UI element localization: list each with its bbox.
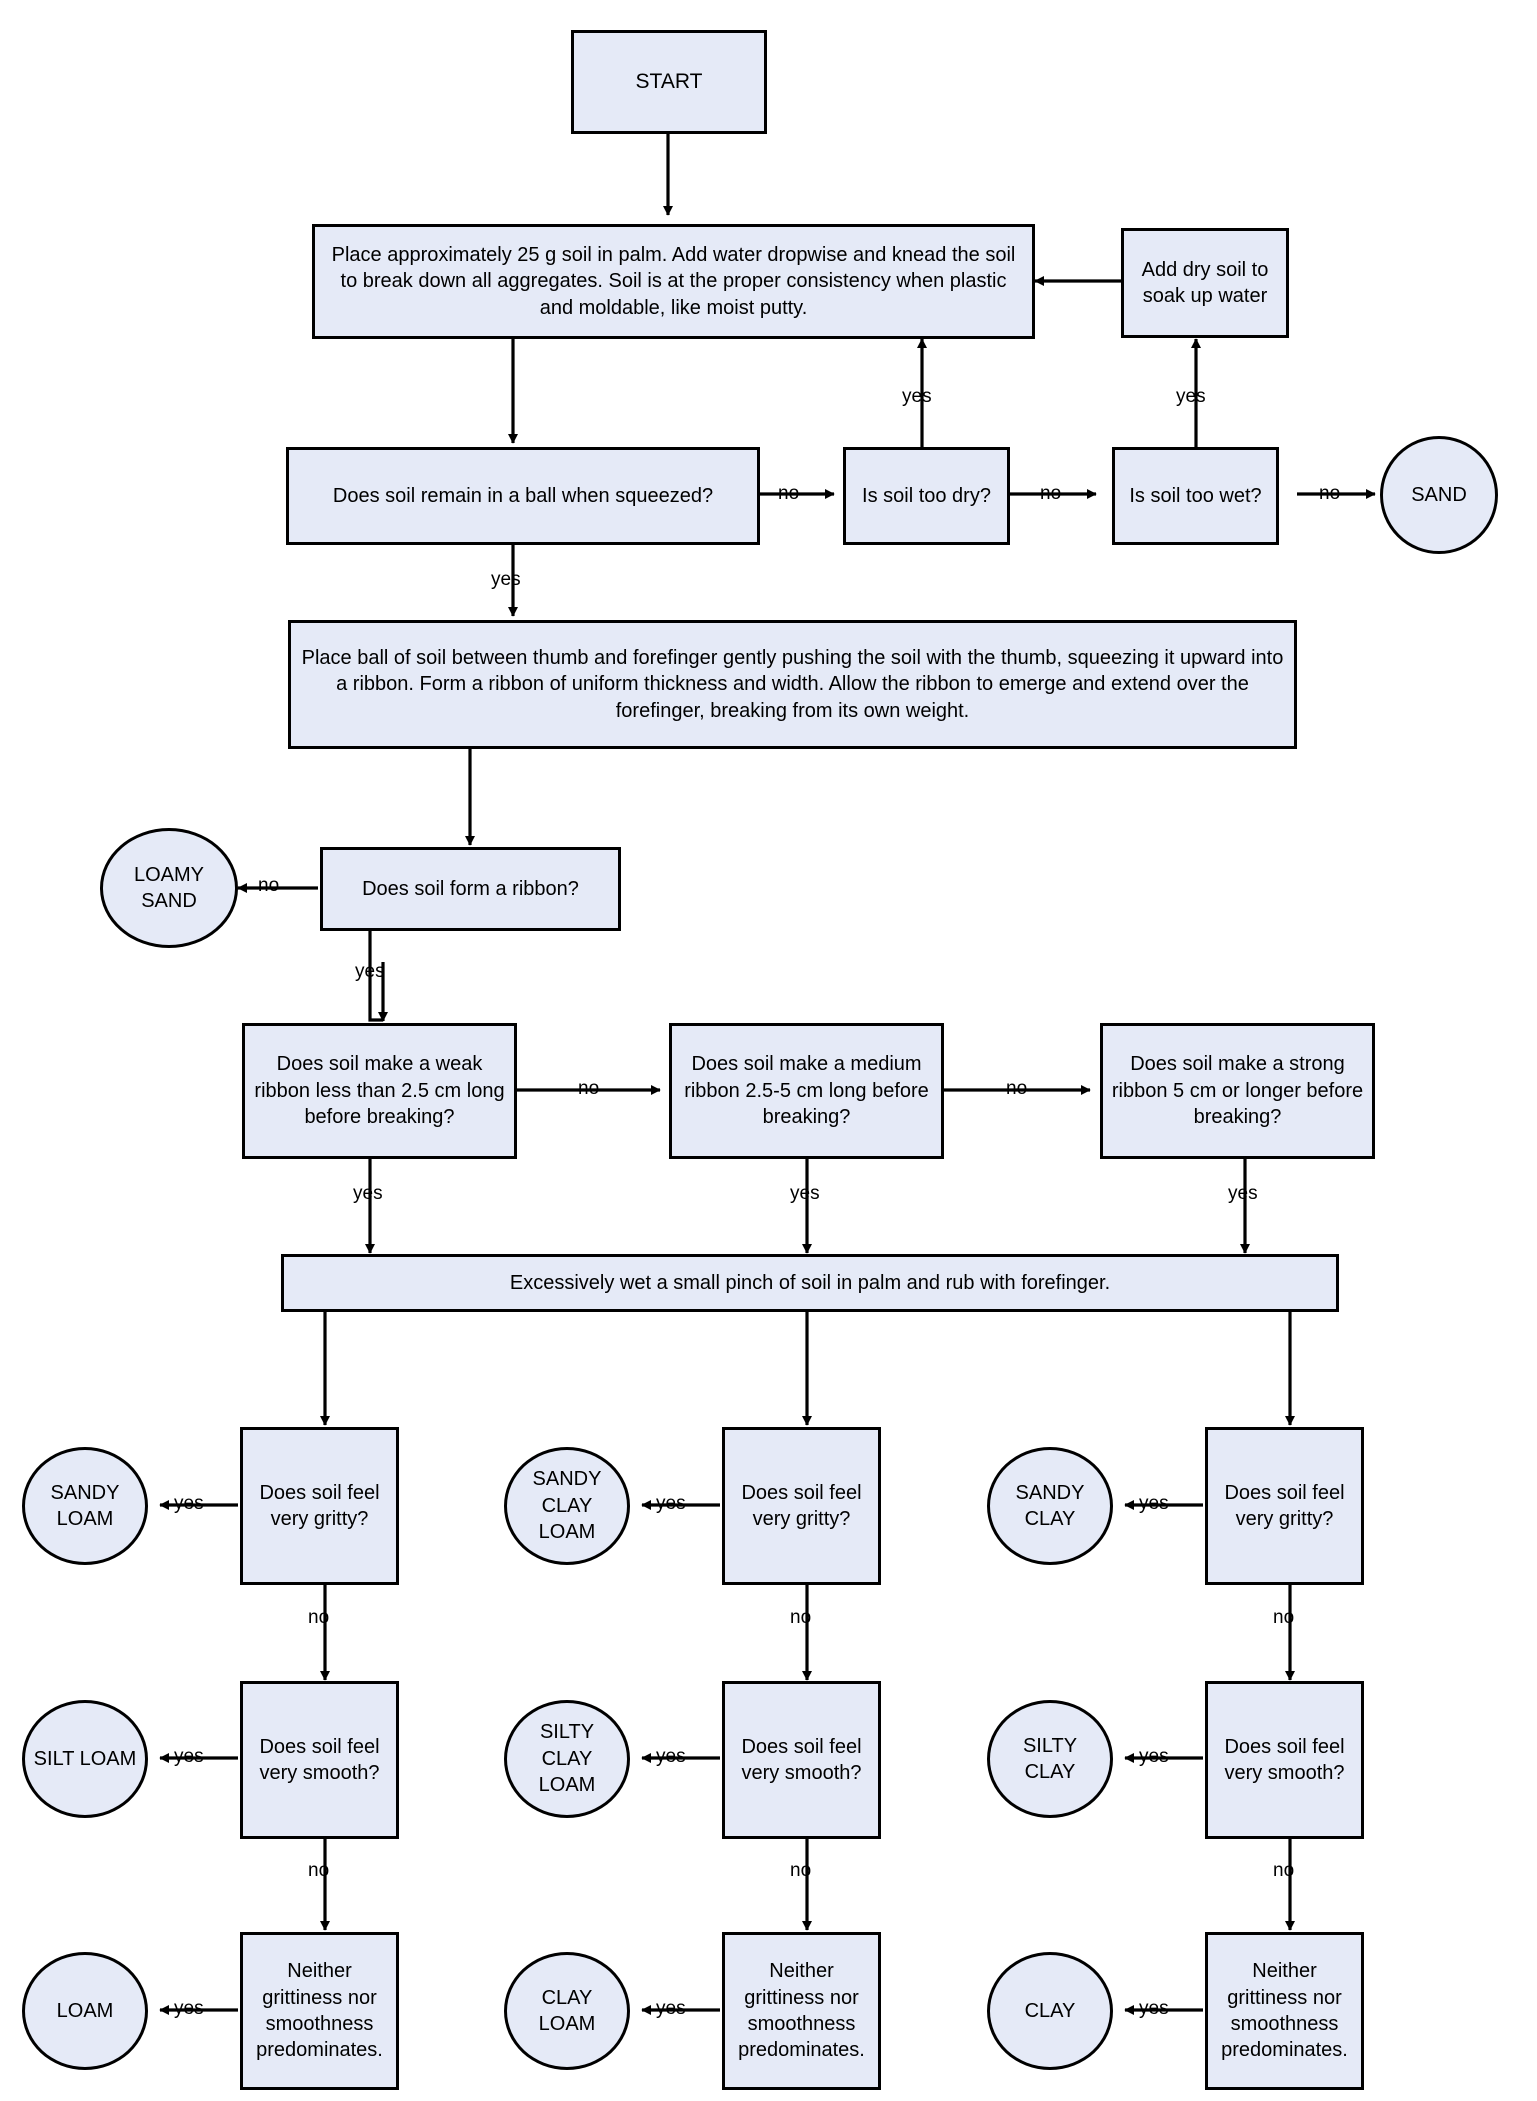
- edge-label-yes-smooth-2: yes: [656, 1746, 686, 1767]
- edge-label-no-ball: no: [778, 483, 800, 504]
- edge-label-no-wet: no: [1319, 483, 1341, 504]
- node-result-loam[interactable]: LOAM: [22, 1952, 148, 2070]
- node-result-silt-loam[interactable]: SILT LOAM: [22, 1700, 148, 1818]
- edge-label-yes-medium: yes: [790, 1183, 820, 1204]
- node-question-weak-ribbon[interactable]: Does soil make a weak ribbon less than 2…: [242, 1023, 517, 1159]
- node-wet-pinch-instruction[interactable]: Excessively wet a small pinch of soil in…: [281, 1254, 1339, 1312]
- node-question-neither-3[interactable]: Neither grittiness nor smoothness predom…: [1205, 1932, 1364, 2090]
- node-result-sandy-clay[interactable]: SANDY CLAY: [987, 1447, 1113, 1565]
- edge-label-no-weak: no: [578, 1078, 600, 1099]
- node-result-silty-clay[interactable]: SILTY CLAY: [987, 1700, 1113, 1818]
- edge-label-yes-neither-2: yes: [656, 1998, 686, 2019]
- edge-label-yes-dry: yes: [902, 386, 932, 407]
- node-question-too-dry[interactable]: Is soil too dry?: [843, 447, 1010, 545]
- edge-label-no-ribbon: no: [258, 875, 280, 896]
- node-question-gritty-1[interactable]: Does soil feel very gritty?: [240, 1427, 399, 1585]
- node-result-clay-loam[interactable]: CLAY LOAM: [504, 1952, 630, 2070]
- node-question-smooth-2[interactable]: Does soil feel very smooth?: [722, 1681, 881, 1839]
- edge-label-yes-smooth-3: yes: [1139, 1746, 1169, 1767]
- edge-label-no-gritty-2: no: [790, 1607, 812, 1628]
- node-result-silty-clay-loam[interactable]: SILTY CLAY LOAM: [504, 1700, 630, 1818]
- edge-label-no-dry: no: [1040, 483, 1062, 504]
- edge-label-yes-strong: yes: [1228, 1183, 1258, 1204]
- node-prep-instruction[interactable]: Place approximately 25 g soil in palm. A…: [312, 224, 1035, 339]
- edge-label-no-smooth-2: no: [790, 1860, 812, 1881]
- node-ribbon-instruction[interactable]: Place ball of soil between thumb and for…: [288, 620, 1297, 749]
- node-result-sandy-clay-loam[interactable]: SANDY CLAY LOAM: [504, 1447, 630, 1565]
- node-question-neither-1[interactable]: Neither grittiness nor smoothness predom…: [240, 1932, 399, 2090]
- node-question-gritty-2[interactable]: Does soil feel very gritty?: [722, 1427, 881, 1585]
- edge-label-yes-gritty-3: yes: [1139, 1493, 1169, 1514]
- edge-label-yes-wet: yes: [1176, 386, 1206, 407]
- node-question-neither-2[interactable]: Neither grittiness nor smoothness predom…: [722, 1932, 881, 2090]
- edge-label-no-smooth-3: no: [1273, 1860, 1295, 1881]
- node-add-dry-soil[interactable]: Add dry soil to soak up water: [1121, 228, 1289, 338]
- edge-label-no-medium: no: [1006, 1078, 1028, 1099]
- edge-label-yes-neither-1: yes: [174, 1998, 204, 2019]
- node-result-loamy-sand[interactable]: LOAMY SAND: [100, 828, 238, 948]
- node-result-sandy-loam[interactable]: SANDY LOAM: [22, 1447, 148, 1565]
- edge-label-no-gritty-1: no: [308, 1607, 330, 1628]
- edge-label-yes-weak: yes: [353, 1183, 383, 1204]
- node-result-sand[interactable]: SAND: [1380, 436, 1498, 554]
- node-question-strong-ribbon[interactable]: Does soil make a strong ribbon 5 cm or l…: [1100, 1023, 1375, 1159]
- node-question-medium-ribbon[interactable]: Does soil make a medium ribbon 2.5-5 cm …: [669, 1023, 944, 1159]
- node-question-form-ribbon[interactable]: Does soil form a ribbon?: [320, 847, 621, 931]
- node-question-gritty-3[interactable]: Does soil feel very gritty?: [1205, 1427, 1364, 1585]
- edge-label-yes-ribbon: yes: [355, 961, 385, 982]
- edge-label-no-gritty-3: no: [1273, 1607, 1295, 1628]
- node-question-smooth-3[interactable]: Does soil feel very smooth?: [1205, 1681, 1364, 1839]
- edge-label-yes-neither-3: yes: [1139, 1998, 1169, 2019]
- edge-label-yes-smooth-1: yes: [174, 1746, 204, 1767]
- edge-label-yes-gritty-2: yes: [656, 1493, 686, 1514]
- node-question-smooth-1[interactable]: Does soil feel very smooth?: [240, 1681, 399, 1839]
- node-start[interactable]: START: [571, 30, 767, 134]
- node-question-ball[interactable]: Does soil remain in a ball when squeezed…: [286, 447, 760, 545]
- edge-label-no-smooth-1: no: [308, 1860, 330, 1881]
- edge-label-yes-ball: yes: [491, 569, 521, 590]
- node-result-clay[interactable]: CLAY: [987, 1952, 1113, 2070]
- node-question-too-wet[interactable]: Is soil too wet?: [1112, 447, 1279, 545]
- edge-label-yes-gritty-1: yes: [174, 1493, 204, 1514]
